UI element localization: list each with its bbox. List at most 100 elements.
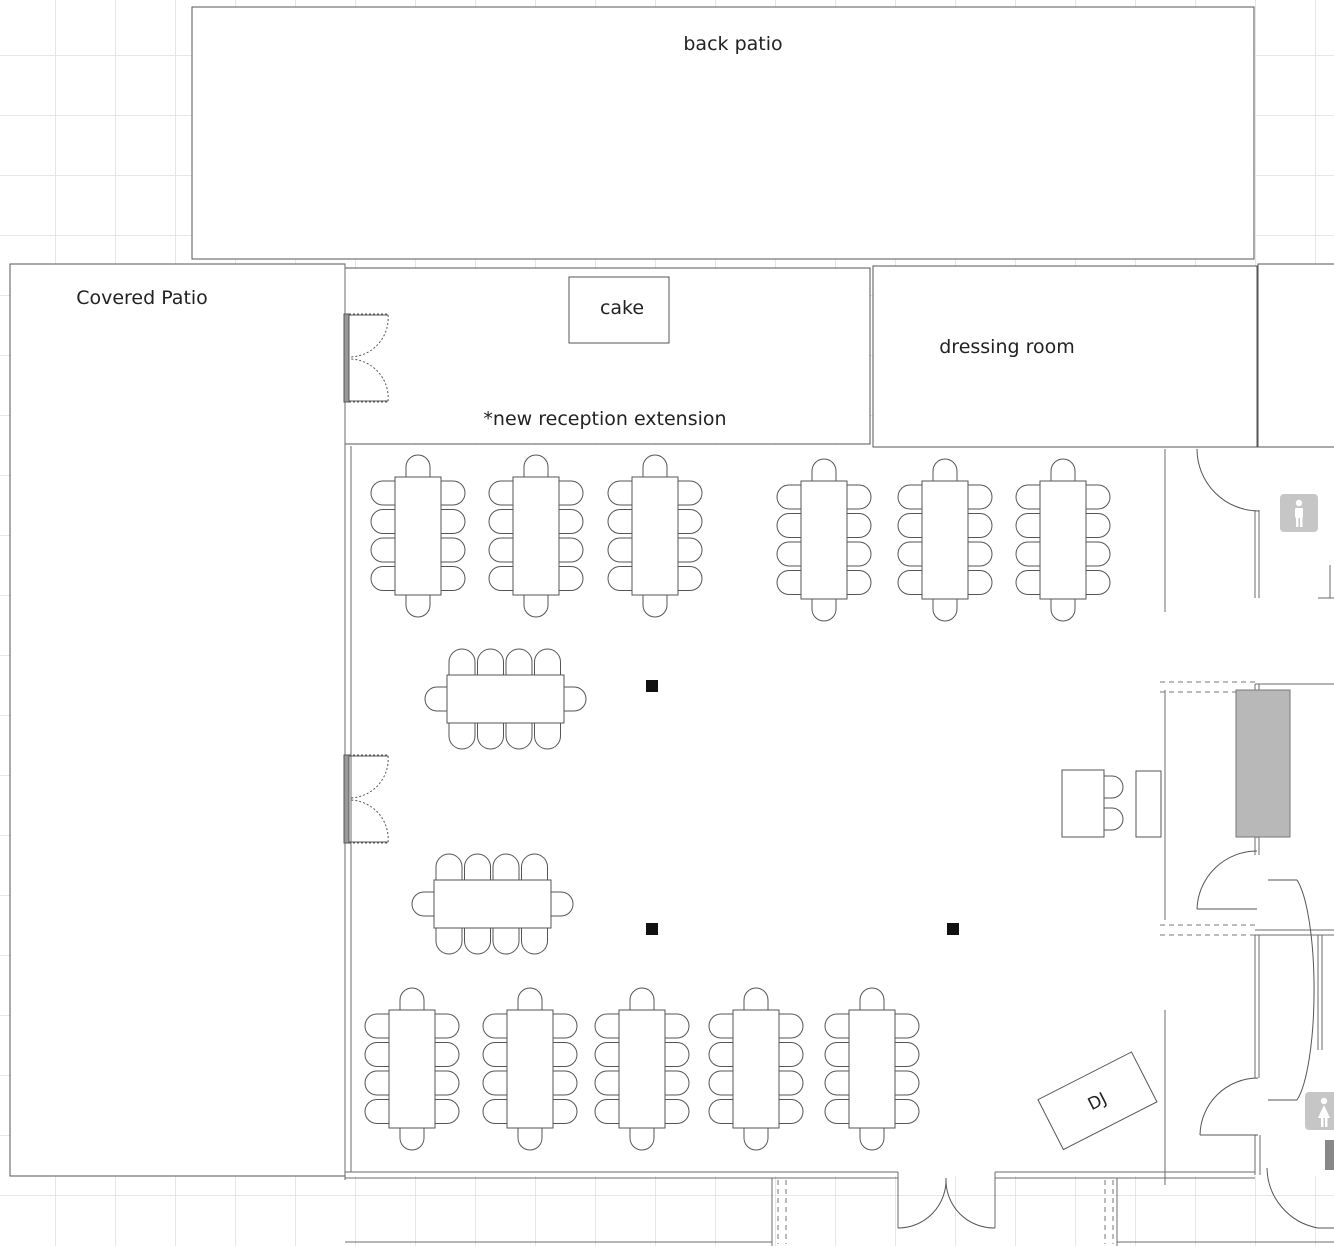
covered-patio-area[interactable]: [9, 263, 346, 1177]
chair[interactable]: [411, 891, 435, 917]
chair[interactable]: [594, 1070, 620, 1096]
banquet-table-vertical[interactable]: [488, 454, 584, 618]
table-top[interactable]: [446, 674, 565, 724]
chair[interactable]: [488, 480, 514, 506]
chair[interactable]: [1085, 541, 1111, 567]
banquet-table-vertical[interactable]: [1015, 458, 1111, 622]
chair[interactable]: [664, 1070, 690, 1096]
chair[interactable]: [677, 509, 703, 534]
service-table[interactable]: [1061, 769, 1162, 838]
chair[interactable]: [894, 1042, 920, 1067]
chair[interactable]: [846, 541, 872, 567]
chair[interactable]: [364, 1013, 390, 1039]
chair[interactable]: [464, 853, 491, 881]
chair[interactable]: [505, 722, 533, 750]
table-top[interactable]: [433, 879, 552, 929]
chair[interactable]: [594, 1099, 620, 1124]
chair[interactable]: [629, 987, 655, 1011]
chair[interactable]: [642, 454, 668, 478]
table-top[interactable]: [800, 480, 848, 600]
chair[interactable]: [894, 1013, 920, 1039]
left-double-door-bottom[interactable]: [343, 754, 389, 844]
chair[interactable]: [477, 648, 504, 676]
chair[interactable]: [563, 686, 587, 712]
chair[interactable]: [1015, 541, 1041, 567]
chair[interactable]: [399, 1127, 425, 1151]
chair[interactable]: [897, 541, 923, 567]
chair[interactable]: [594, 1013, 620, 1039]
chair[interactable]: [370, 480, 396, 506]
chair[interactable]: [967, 570, 993, 595]
chair[interactable]: [464, 927, 491, 955]
chair[interactable]: [364, 1042, 390, 1067]
table-top[interactable]: [618, 1009, 666, 1129]
chair[interactable]: [967, 484, 993, 510]
chair[interactable]: [370, 537, 396, 563]
chair[interactable]: [448, 648, 476, 676]
table-top[interactable]: [631, 476, 679, 596]
chair[interactable]: [811, 598, 837, 622]
chair[interactable]: [558, 537, 584, 563]
chair[interactable]: [488, 537, 514, 563]
chair[interactable]: [897, 513, 923, 538]
chair[interactable]: [448, 722, 476, 750]
chair[interactable]: [824, 1013, 850, 1039]
chair[interactable]: [558, 566, 584, 591]
banquet-table-horizontal[interactable]: [411, 853, 574, 955]
chair[interactable]: [558, 509, 584, 534]
chair[interactable]: [932, 598, 958, 622]
chair[interactable]: [440, 537, 466, 563]
chair[interactable]: [897, 570, 923, 595]
chair[interactable]: [482, 1013, 508, 1039]
banquet-table-horizontal[interactable]: [424, 648, 587, 750]
chair[interactable]: [488, 566, 514, 591]
chair[interactable]: [859, 987, 885, 1011]
chair[interactable]: [488, 509, 514, 534]
chair[interactable]: [405, 454, 431, 478]
chair[interactable]: [1015, 570, 1041, 595]
chair[interactable]: [477, 722, 504, 750]
chair[interactable]: [708, 1070, 734, 1096]
chair[interactable]: [517, 987, 543, 1011]
chair[interactable]: [1050, 458, 1076, 482]
chair[interactable]: [967, 513, 993, 538]
chair[interactable]: [824, 1099, 850, 1124]
chair[interactable]: [846, 484, 872, 510]
chair[interactable]: [558, 480, 584, 506]
chair[interactable]: [405, 594, 431, 618]
chair[interactable]: [370, 566, 396, 591]
table-top[interactable]: [848, 1009, 896, 1129]
banquet-table-vertical[interactable]: [897, 458, 993, 622]
chair[interactable]: [505, 648, 533, 676]
chair[interactable]: [1050, 598, 1076, 622]
banquet-table-vertical[interactable]: [607, 454, 703, 618]
chair[interactable]: [846, 513, 872, 538]
chair[interactable]: [778, 1099, 804, 1124]
chair[interactable]: [1015, 513, 1041, 538]
chair[interactable]: [521, 927, 548, 955]
chair[interactable]: [440, 566, 466, 591]
chair[interactable]: [607, 537, 633, 563]
chair[interactable]: [811, 458, 837, 482]
chair[interactable]: [894, 1070, 920, 1096]
chair[interactable]: [434, 1013, 460, 1039]
chair[interactable]: [778, 1042, 804, 1067]
chair[interactable]: [434, 1042, 460, 1067]
table-top[interactable]: [512, 476, 560, 596]
chair[interactable]: [552, 1042, 578, 1067]
chair[interactable]: [846, 570, 872, 595]
banquet-table-vertical[interactable]: [776, 458, 872, 622]
table-top[interactable]: [506, 1009, 554, 1129]
chair[interactable]: [932, 458, 958, 482]
banquet-table-vertical[interactable]: [594, 987, 690, 1151]
chair[interactable]: [824, 1070, 850, 1096]
banquet-table-vertical[interactable]: [482, 987, 578, 1151]
chair[interactable]: [642, 594, 668, 618]
chair[interactable]: [967, 541, 993, 567]
back-patio-area[interactable]: [191, 6, 1255, 260]
chair[interactable]: [1085, 513, 1111, 538]
chair[interactable]: [743, 987, 769, 1011]
chair[interactable]: [482, 1042, 508, 1067]
chair[interactable]: [607, 566, 633, 591]
chair[interactable]: [607, 509, 633, 534]
